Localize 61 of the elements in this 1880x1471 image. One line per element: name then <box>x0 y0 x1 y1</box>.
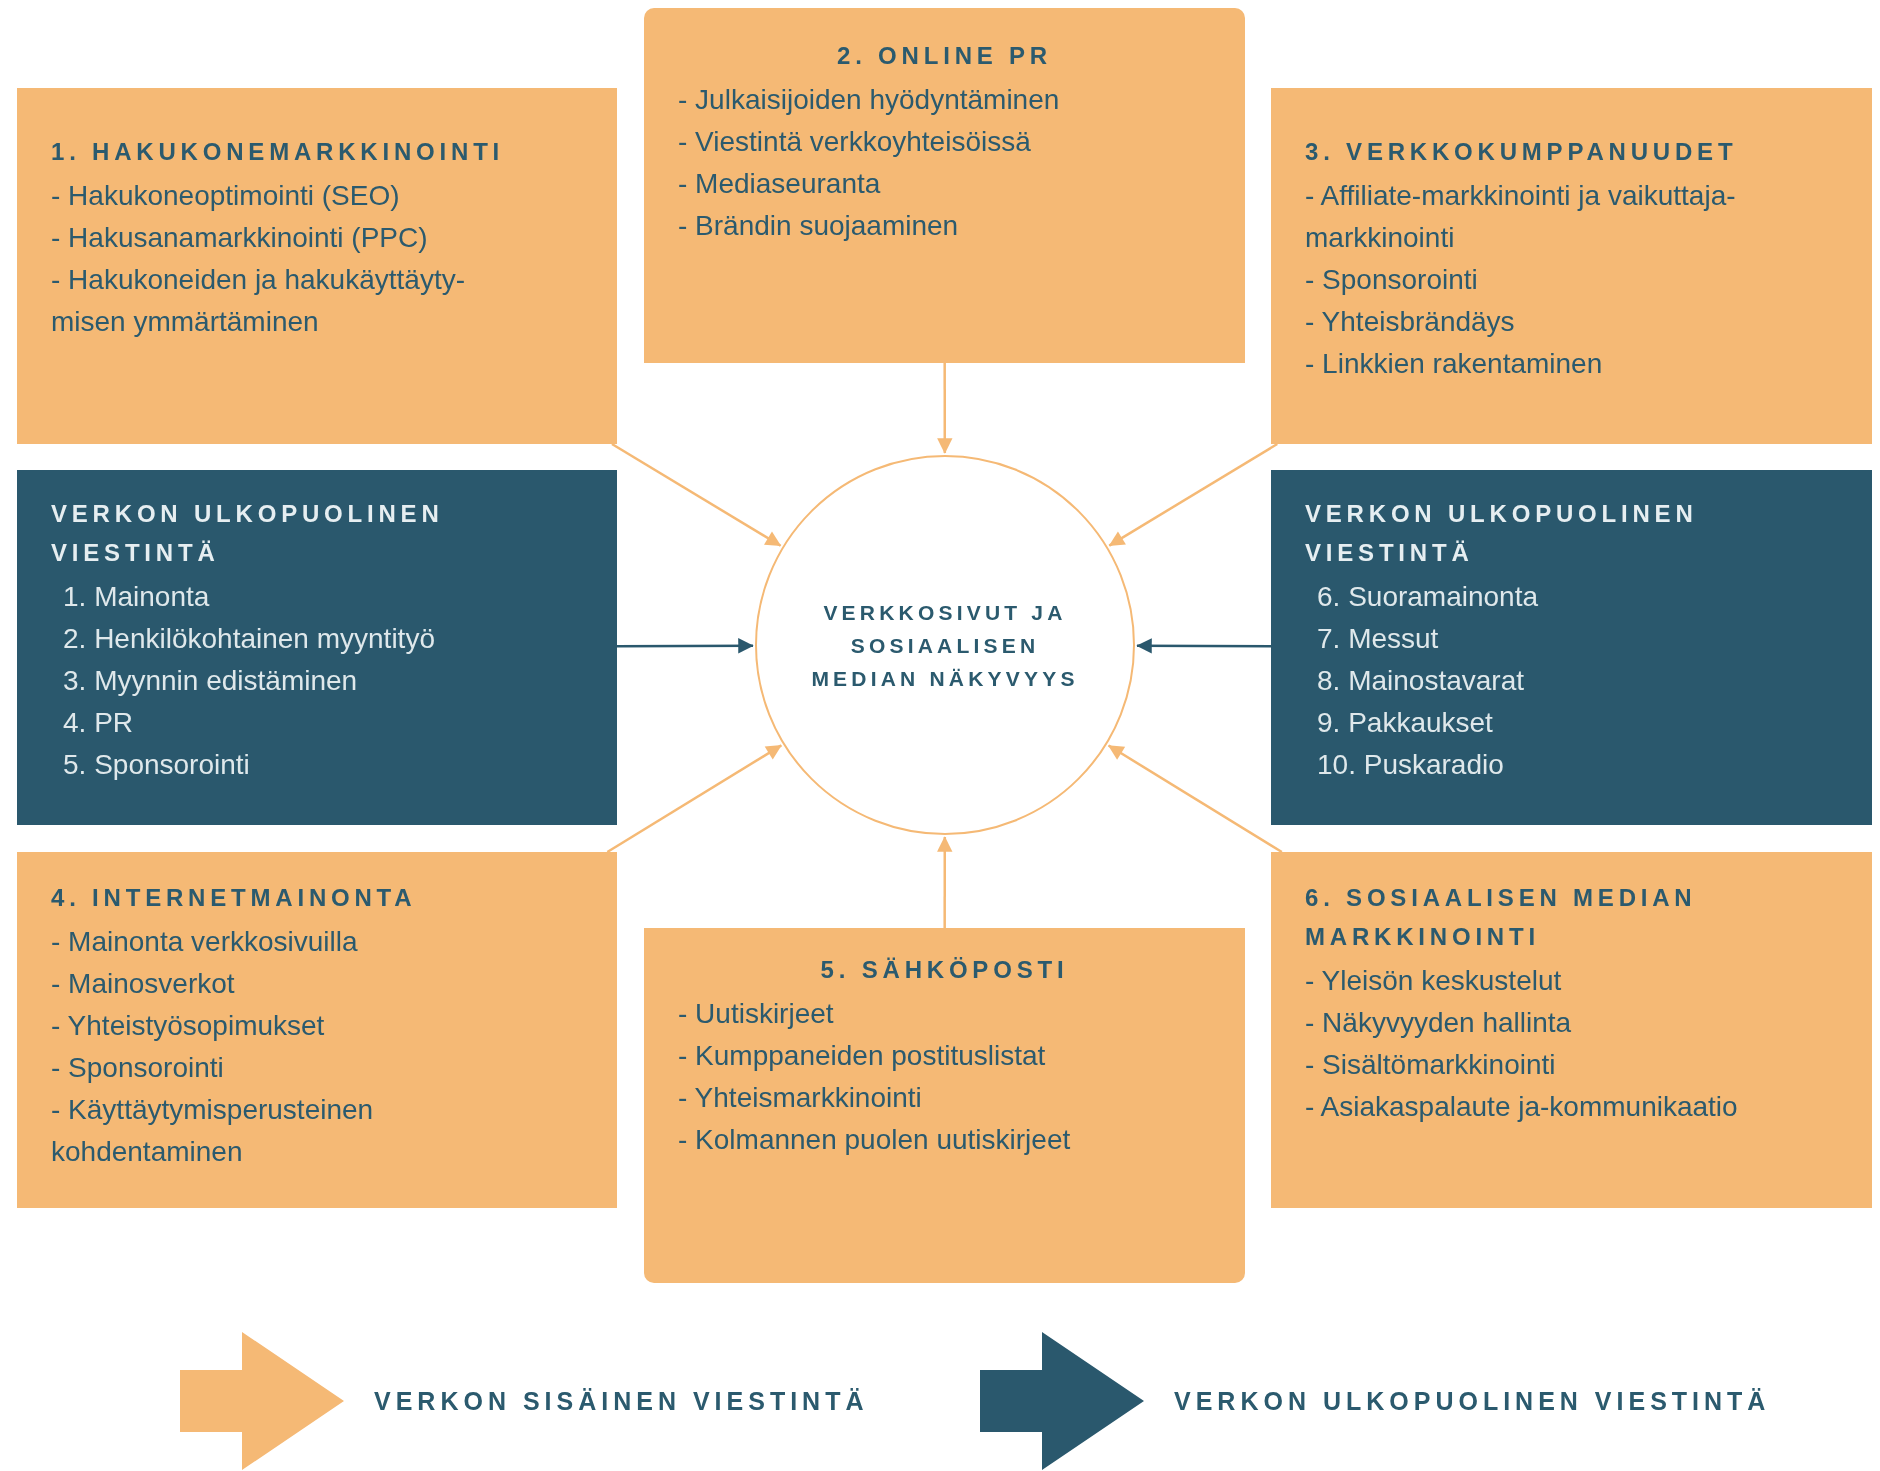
list-item: - Julkaisijoiden hyödyntäminen <box>678 83 1061 117</box>
channel-card <box>644 928 1245 1283</box>
list-item: - Affiliate-markkinointi ja vaikuttaja-markkinointi <box>1305 179 1737 255</box>
channel-card <box>1271 88 1872 444</box>
arrow <box>606 744 782 854</box>
arrow <box>937 836 953 928</box>
list-item: - Hakukoneoptimointi (SEO) <box>51 179 401 213</box>
list-item: - Mainonta verkkosivuilla <box>51 925 359 959</box>
list-item: - Mediaseuranta <box>678 167 882 201</box>
card-heading: VERKON ULKOPUOLINEN VIESTINTÄ <box>51 499 445 568</box>
arrow <box>1136 638 1271 654</box>
list-item: 9. Pakkaukset <box>1316 706 1494 740</box>
legend-label: VERKON ULKOPUOLINEN VIESTINTÄ <box>1174 1386 1771 1416</box>
list-item: - Viestintä verkkoyhteisöissä <box>678 125 1032 159</box>
arrow <box>617 638 754 654</box>
offline-channel-panel <box>1271 470 1872 825</box>
list-item: - Käyttäytymisperusteinen kohdentaminen <box>51 1093 375 1169</box>
channel-card <box>17 852 617 1208</box>
legend-label: VERKON SISÄINEN VIESTINTÄ <box>374 1386 869 1416</box>
list-item: - Yhteisbrändäys <box>1305 305 1516 339</box>
arrow <box>1108 442 1278 547</box>
list-item: - Sponsorointi <box>1305 263 1479 297</box>
list-item: 6. Suoramainonta <box>1316 580 1540 614</box>
list-item: 7. Messut <box>1316 622 1440 656</box>
list-item: - Sisältömarkkinointi <box>1305 1048 1557 1082</box>
card-heading: 6. SOSIAALISEN MEDIAN MARKKINOINTI <box>1305 883 1698 952</box>
arrow <box>611 442 782 547</box>
offline-channel-panel <box>17 470 617 825</box>
list-item: - Uutiskirjeet <box>678 997 835 1031</box>
circle-label: VERKKOSIVUT JA SOSIAALISEN MEDIAN NÄKYVYYS <box>810 599 1080 692</box>
card-heading: 5. SÄHKÖPOSTI <box>819 955 1070 985</box>
list-item: 2. Henkilökohtainen myyntityö <box>62 622 436 656</box>
card-heading: 3. VERKKOKUMPPANUUDET <box>1305 137 1739 167</box>
list-item: - Kumppaneiden postituslistat <box>678 1039 1047 1073</box>
list-item: 5. Sponsorointi <box>62 748 251 782</box>
arrow <box>937 363 953 454</box>
channel-card <box>17 88 617 444</box>
list-item: - Yhteistyösopimukset <box>51 1009 326 1043</box>
card-heading: 1. HAKUKONEMARKKINOINTI <box>51 137 506 167</box>
list-item: - Sponsorointi <box>51 1051 225 1085</box>
list-item: - Linkkien rakentaminen <box>1305 347 1604 381</box>
card-heading: 2. ONLINE PR <box>836 41 1053 71</box>
list-item: 4. PR <box>62 706 135 740</box>
list-item: - Yhteismarkkinointi <box>678 1081 923 1115</box>
list-item: - Hakusanamarkkinointi (PPC) <box>51 221 429 255</box>
list-item: - Brändin suojaaminen <box>678 209 960 243</box>
list-item: 10. Puskaradio <box>1316 748 1505 782</box>
channel-card <box>644 8 1245 363</box>
list-item: - Yleisön keskustelut <box>1305 964 1563 998</box>
list-item: - Hakukoneiden ja hakukäyttäyty-misen ymmärtäminen <box>51 263 466 339</box>
list-item: 1. Mainonta <box>62 580 211 614</box>
list-item: 3. Myynnin edistäminen <box>62 664 359 698</box>
card-heading: 4. INTERNETMAINONTA <box>51 883 418 913</box>
channel-card <box>1271 852 1872 1208</box>
list-item: - Mainosverkot <box>51 967 236 1001</box>
card-heading: VERKON ULKOPUOLINEN VIESTINTÄ <box>1305 499 1699 568</box>
list-item: 8. Mainostavarat <box>1316 664 1525 698</box>
list-item: - Näkyvyyden hallinta <box>1305 1006 1573 1040</box>
arrow <box>1107 744 1283 854</box>
list-item: - Asiakaspalaute ja-kommunikaatio <box>1305 1090 1739 1124</box>
list-item: - Kolmannen puolen uutiskirjeet <box>678 1123 1072 1157</box>
